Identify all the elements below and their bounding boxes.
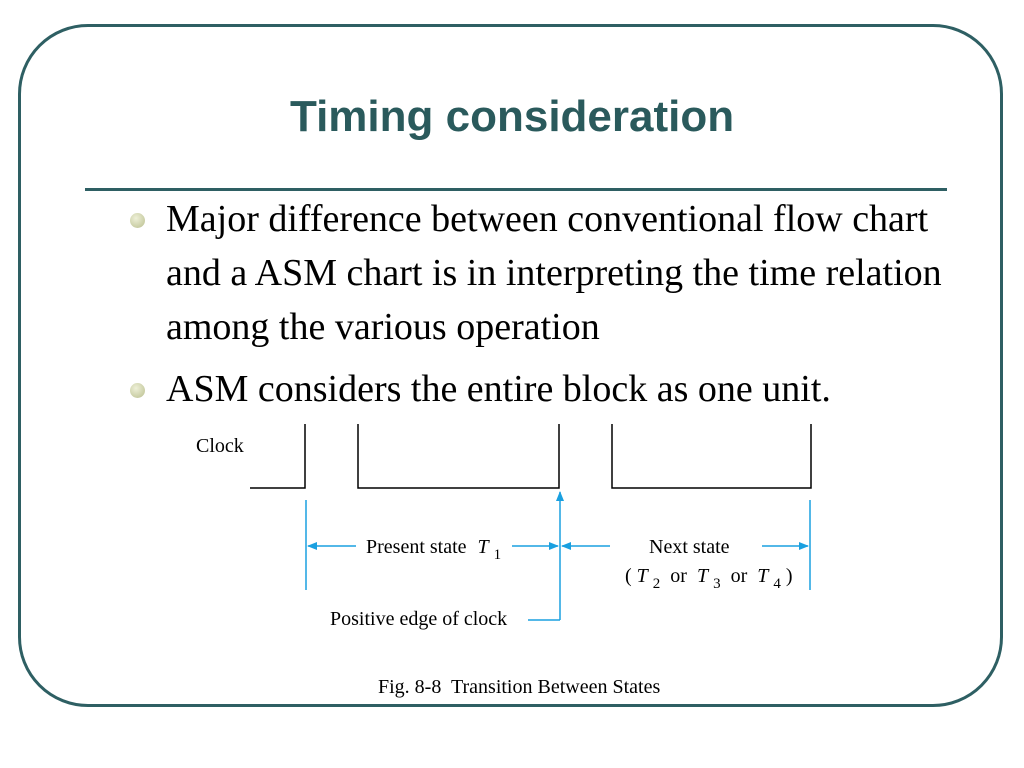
next-state-or-2: or [726, 565, 753, 587]
bullet-list: Major difference between conventional fl… [130, 192, 960, 424]
bullet-item-2: ASM considers the entire block as one un… [130, 362, 960, 416]
slide-frame [18, 24, 1003, 707]
next-state-t2: T [637, 565, 650, 587]
next-state-close-paren: ) [786, 565, 793, 587]
next-state-or-1: or [665, 565, 692, 587]
positive-edge-label: Positive edge of clock [330, 608, 507, 630]
next-state-label: Next state [649, 536, 730, 558]
next-state-t4: T [757, 565, 770, 587]
bullet-item-1: Major difference between conventional fl… [130, 192, 960, 354]
clock-pulse-1 [357, 424, 560, 489]
bullet-text-2: ASM considers the entire block as one un… [166, 368, 831, 410]
present-state-label-group: Present state T 1 [366, 536, 501, 563]
bullet-dot-icon [130, 213, 145, 228]
next-state-t2-sub: 2 [653, 576, 661, 592]
bullet-text-1: Major difference between conventional fl… [166, 198, 942, 348]
present-state-var: T [478, 536, 491, 558]
present-state-sub: 1 [494, 547, 502, 563]
next-state-t3-sub: 3 [713, 576, 721, 592]
figure-caption: Fig. 8-8 Transition Between States [378, 676, 660, 698]
clock-pulse-2 [611, 424, 812, 489]
next-state-t4-sub: 4 [773, 576, 781, 592]
bullet-dot-icon [130, 383, 145, 398]
next-state-t3: T [697, 565, 710, 587]
slide-title: Timing consideration [290, 92, 735, 141]
present-state-label: Present state [366, 536, 467, 558]
clock-waveform [250, 424, 306, 489]
next-state-options: ( T 2 or T 3 or T 4 ) [625, 565, 793, 593]
clock-label: Clock [196, 435, 244, 457]
title-divider [85, 188, 947, 191]
next-state-open-paren: ( [625, 565, 632, 587]
